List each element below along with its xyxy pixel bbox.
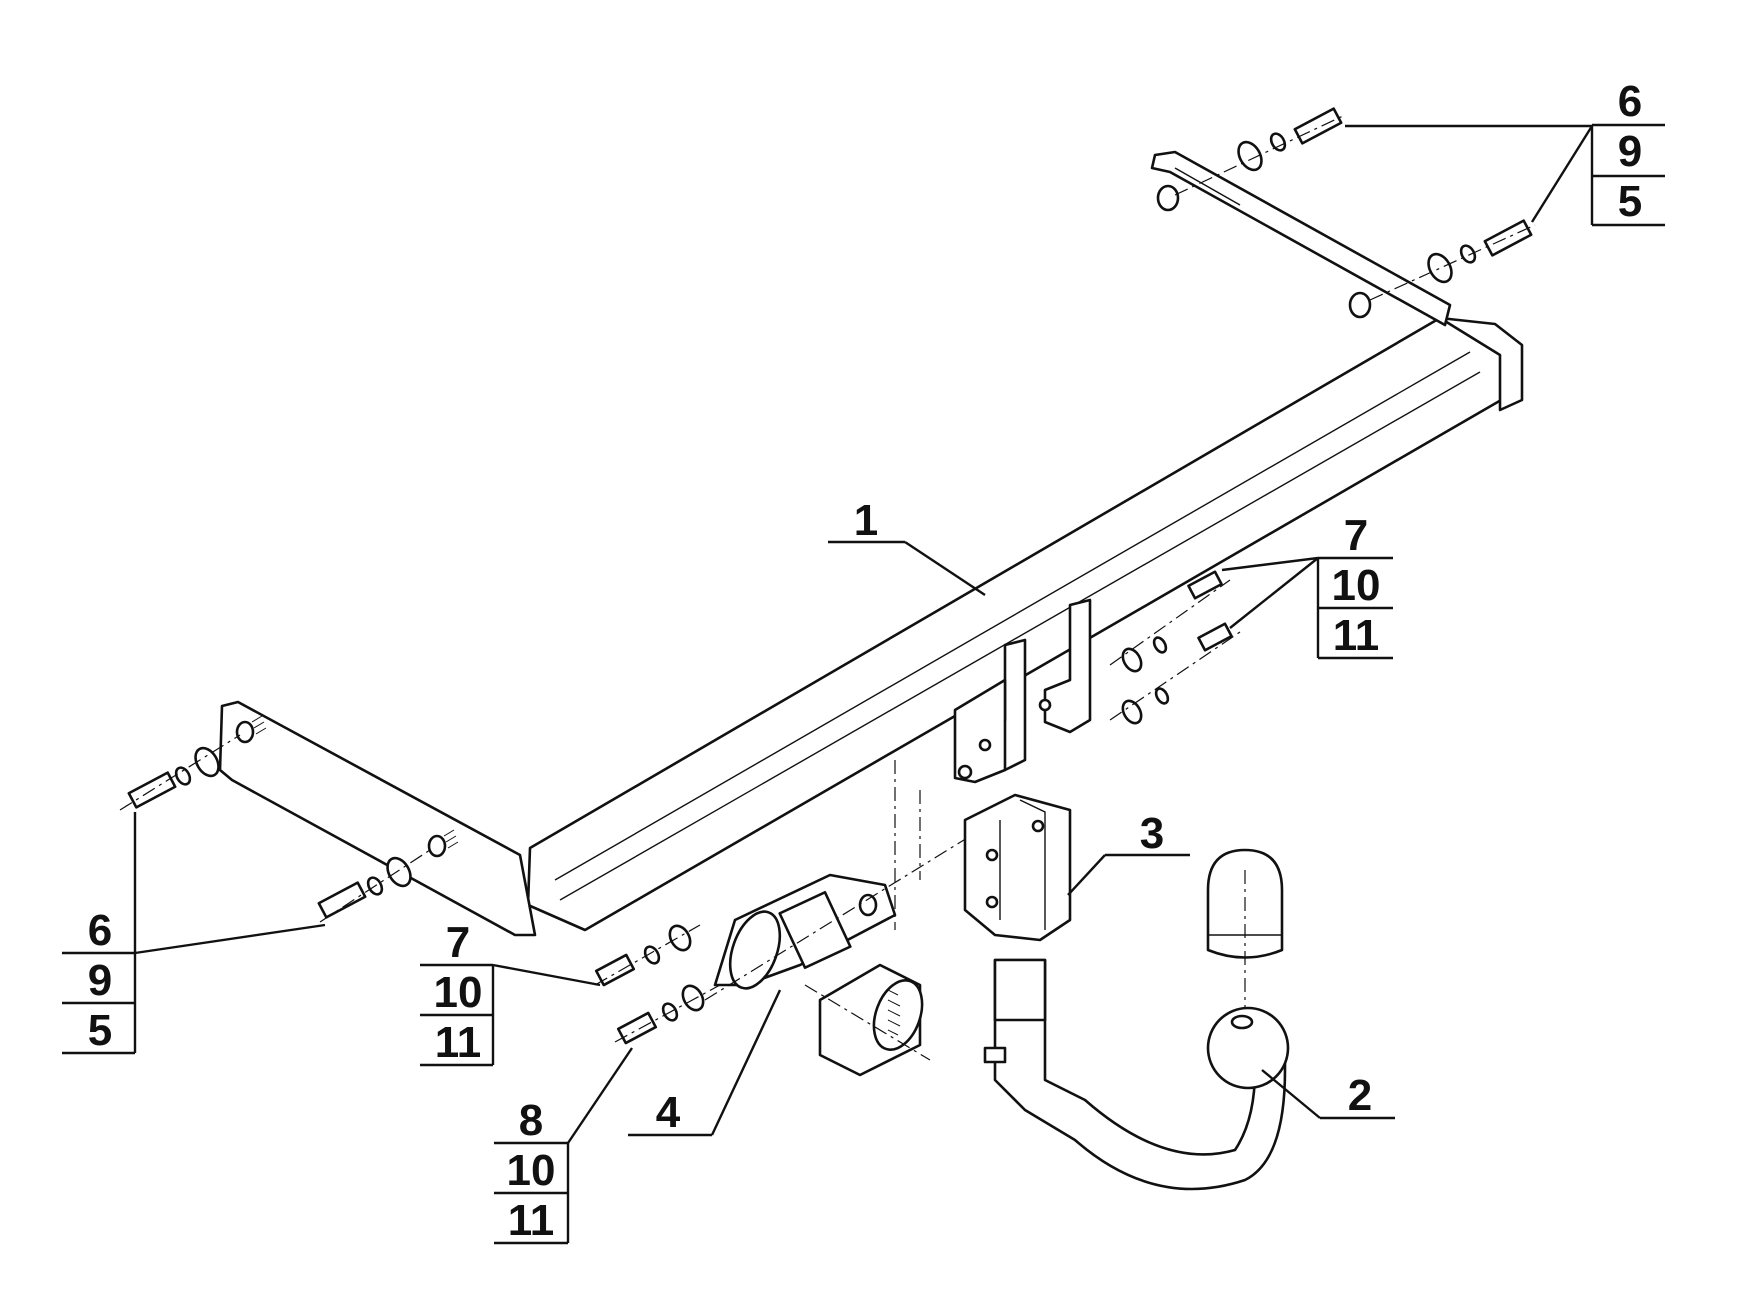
bolt-set-left xyxy=(119,734,431,923)
callout-top-right-a: 6 xyxy=(1618,77,1642,126)
callout-mid-right-c: 11 xyxy=(1333,611,1380,660)
bolt-set-top-right xyxy=(1174,107,1536,301)
receiver-part xyxy=(963,793,1072,942)
callout-top-right-b: 9 xyxy=(1618,127,1642,176)
callout-left-a: 6 xyxy=(88,906,112,955)
callout-left-b: 9 xyxy=(88,956,112,1005)
callout-mid-left-b: 10 xyxy=(434,968,483,1017)
callout-2: 2 xyxy=(1348,1071,1372,1120)
callout-mid-right-b: 10 xyxy=(1332,561,1381,610)
callout-mid-left-c: 11 xyxy=(435,1018,482,1067)
callout-mid-left-a: 7 xyxy=(446,918,470,967)
callout-bottom-left-c: 11 xyxy=(508,1196,555,1245)
callout-left-c: 5 xyxy=(88,1006,112,1055)
crossbar-part xyxy=(218,150,1524,937)
bolt-set-centre-right xyxy=(1109,570,1241,725)
callout-bottom-left-b: 10 xyxy=(507,1146,556,1195)
callout-4: 4 xyxy=(656,1088,681,1137)
bolt-set-centre-left xyxy=(594,924,721,1045)
callout-1: 1 xyxy=(854,496,878,545)
callout-bottom-left-a: 8 xyxy=(519,1096,543,1145)
callout-3: 3 xyxy=(1140,809,1164,858)
socket-bracket-part xyxy=(713,873,931,1077)
tow-ball-part xyxy=(983,848,1290,1191)
callout-top-right-c: 5 xyxy=(1618,177,1642,226)
callout-mid-right-a: 7 xyxy=(1344,511,1368,560)
